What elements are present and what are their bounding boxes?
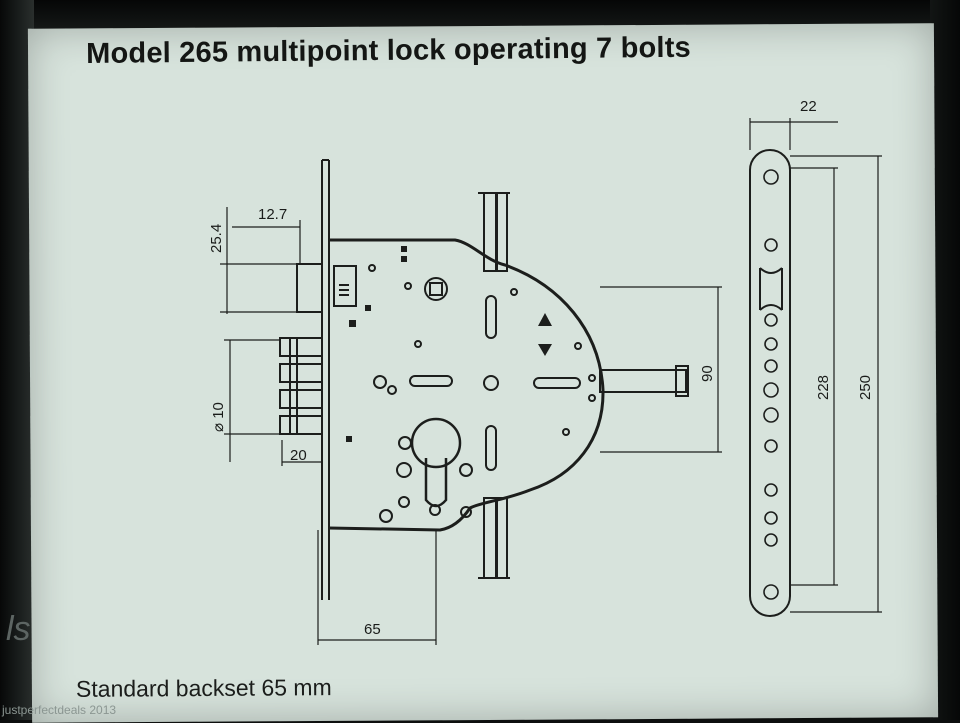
- dim-20: 20: [290, 447, 307, 464]
- edge-glyph: ls: [6, 610, 31, 648]
- faceplate-strip: [321, 159, 330, 600]
- dim-12-7: 12.7: [258, 206, 287, 223]
- latch-bolt: [296, 263, 357, 313]
- diagram-title: Model 265 multipoint lock operating 7 bo…: [86, 31, 692, 70]
- backset-caption: Standard backset 65 mm: [75, 674, 332, 702]
- watermark: justperfectdeals 2013: [2, 703, 117, 717]
- small-square-marks: [346, 246, 407, 442]
- strike-dimension-lines: [749, 118, 882, 613]
- right-bolt: [599, 365, 689, 397]
- dim-25-4: 25.4: [208, 224, 225, 253]
- spindle-follower: [424, 277, 448, 301]
- dim-90: 90: [699, 365, 716, 382]
- screw-holes: [368, 264, 596, 523]
- lock-case-outline: [328, 238, 605, 532]
- dim-22: 22: [800, 98, 817, 115]
- dim-250: 250: [857, 375, 874, 400]
- dim-65: 65: [364, 621, 381, 638]
- dim-228: 228: [815, 375, 832, 400]
- dim-10: ⌀ 10: [210, 402, 227, 432]
- dead-bolts-left: [279, 337, 323, 435]
- orientation-marks: [538, 313, 552, 356]
- dimension-lines: [220, 207, 722, 645]
- strike-plate-holes: [763, 169, 779, 600]
- vertical-rods: [478, 192, 510, 579]
- cylinder-cutout: [410, 417, 462, 508]
- strike-plate: [749, 149, 791, 617]
- case-slots: [409, 295, 581, 471]
